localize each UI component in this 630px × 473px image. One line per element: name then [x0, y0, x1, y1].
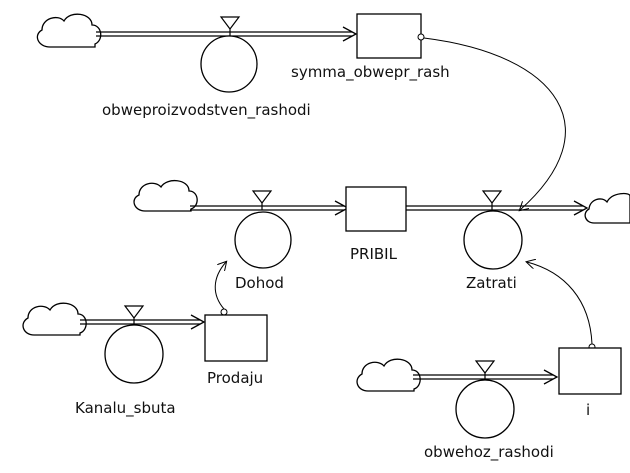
cloud-icon	[36, 13, 102, 48]
flow-pipe-zatrati	[406, 200, 589, 216]
flow-pipe-kanalu-sbuta	[80, 314, 206, 330]
connector-i-to-zatrati	[527, 262, 593, 345]
cloud-icon	[356, 358, 421, 392]
flow-circle-dohod[interactable]	[234, 211, 292, 269]
flow-circle-obwehoz[interactable]	[455, 379, 515, 439]
label-dohod: Dohod	[235, 274, 284, 292]
valve-obweproizvodstven	[219, 16, 241, 36]
label-obwehoz-rashodi: obwehoz_rashodi	[424, 443, 554, 461]
valve-dohod	[251, 190, 273, 210]
label-obweproizvodstven-rashodi: obweproizvodstven_rashodi	[102, 101, 311, 119]
valve-zatrati	[481, 190, 503, 210]
connector-prodaju-to-dohod	[214, 262, 226, 310]
cloud-icon	[584, 192, 630, 224]
label-i: i	[586, 401, 591, 419]
flow-circle-obweproizvodstven[interactable]	[200, 35, 258, 93]
label-kanalu-sbuta: Kanalu_sbuta	[75, 399, 176, 417]
cloud-icon	[22, 302, 87, 336]
stock-symma-obwepr-rash[interactable]	[356, 13, 422, 59]
valve-kanalu-sbuta	[123, 305, 145, 324]
label-symma-obwepr-rash: symma_obwepr_rash	[291, 63, 450, 81]
valve-obwehoz	[474, 360, 496, 379]
stock-prodaju[interactable]	[204, 314, 268, 362]
flow-circle-kanalu-sbuta[interactable]	[104, 324, 164, 384]
stock-pribil[interactable]	[345, 186, 407, 232]
flow-pipe-obwehoz	[413, 369, 559, 385]
label-pribil: PRIBIL	[350, 245, 397, 263]
stock-i[interactable]	[558, 347, 622, 395]
label-prodaju: Prodaju	[207, 369, 264, 387]
connector-symma-to-zatrati	[423, 37, 566, 210]
flow-circle-zatrati[interactable]	[463, 210, 523, 270]
label-zatrati: Zatrati	[466, 274, 517, 292]
cloud-icon	[133, 180, 198, 212]
